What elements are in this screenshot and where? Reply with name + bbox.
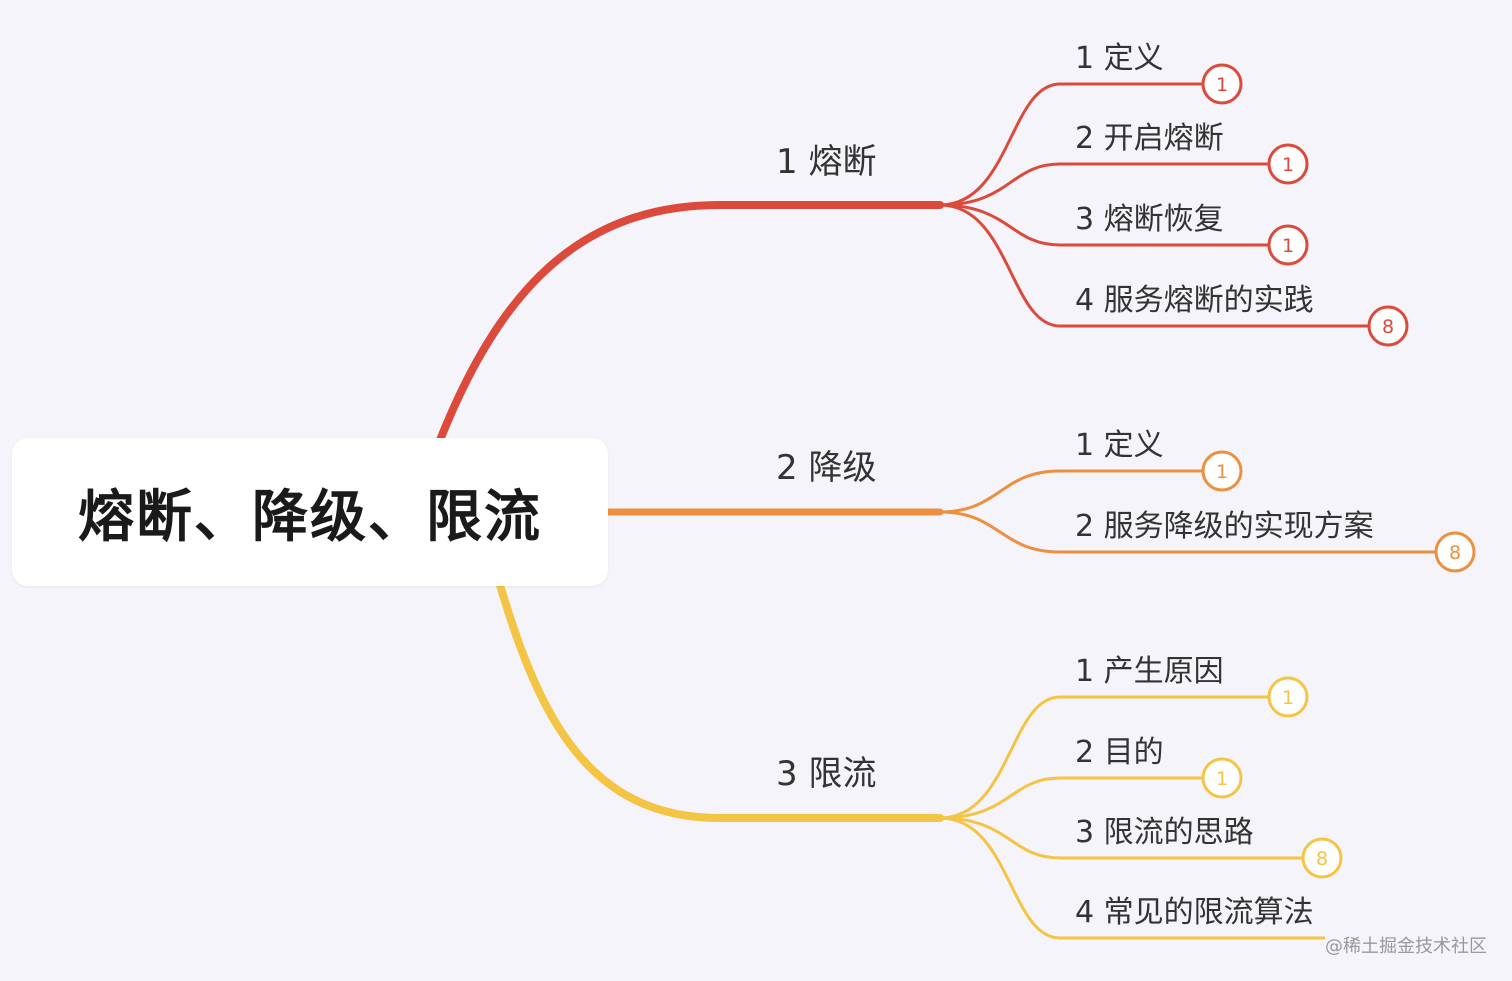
leaf-connector	[939, 469, 1202, 514]
svg-text:8: 8	[1316, 848, 1328, 870]
count-badge[interactable]: 1	[1267, 143, 1309, 185]
leaf-label[interactable]: 1 定义	[1075, 41, 1164, 76]
branch-connector-1	[436, 201, 944, 444]
count-badge[interactable]: 8	[1301, 837, 1343, 879]
leaf-connector	[939, 162, 1268, 207]
leaf-label[interactable]: 4 常见的限流算法	[1075, 895, 1314, 930]
leaf-connector	[939, 510, 1435, 554]
count-badge[interactable]: 1	[1201, 450, 1243, 492]
svg-text:1: 1	[1282, 154, 1294, 176]
branch-label-circuit-breaker[interactable]: 1 熔断	[776, 142, 877, 182]
count-badge[interactable]: 1	[1267, 224, 1309, 266]
branch-label-degradation[interactable]: 2 降级	[776, 448, 877, 488]
leaf-connector	[939, 203, 1368, 328]
svg-text:8: 8	[1382, 316, 1394, 338]
count-badge[interactable]: 1	[1201, 63, 1243, 105]
svg-text:1: 1	[1216, 461, 1228, 483]
leaf-connector	[939, 695, 1268, 820]
root-title: 熔断、降级、限流	[78, 484, 542, 550]
count-badge[interactable]: 8	[1367, 305, 1409, 347]
svg-text:1: 1	[1216, 74, 1228, 96]
leaf-connector	[939, 82, 1202, 207]
leaf-label[interactable]: 2 服务降级的实现方案	[1075, 509, 1374, 544]
count-badge[interactable]: 1	[1267, 676, 1309, 718]
watermark: @稀土掘金技术社区	[1325, 936, 1487, 957]
branch-label-rate-limiting[interactable]: 3 限流	[776, 754, 877, 794]
svg-text:1: 1	[1282, 687, 1294, 709]
count-badge[interactable]: 8	[1434, 531, 1476, 573]
count-badge[interactable]: 1	[1201, 757, 1243, 799]
root-node[interactable]: 熔断、降级、限流	[12, 438, 608, 586]
leaf-connector	[939, 776, 1202, 820]
leaf-label[interactable]: 2 目的	[1075, 735, 1164, 770]
svg-text:1: 1	[1216, 768, 1228, 790]
svg-text:1: 1	[1282, 235, 1294, 257]
leaf-label[interactable]: 1 产生原因	[1075, 654, 1224, 689]
leaf-label[interactable]: 3 限流的思路	[1075, 815, 1254, 850]
leaf-connector	[939, 203, 1268, 247]
leaf-label[interactable]: 4 服务熔断的实践	[1075, 283, 1314, 318]
svg-text:8: 8	[1449, 542, 1461, 564]
leaf-label[interactable]: 1 定义	[1075, 428, 1164, 463]
leaf-label[interactable]: 3 熔断恢复	[1075, 202, 1224, 237]
leaf-connector	[939, 816, 1325, 940]
leaf-connector	[939, 816, 1302, 860]
branch-connector-3	[496, 581, 944, 822]
leaf-label[interactable]: 2 开启熔断	[1075, 121, 1224, 156]
